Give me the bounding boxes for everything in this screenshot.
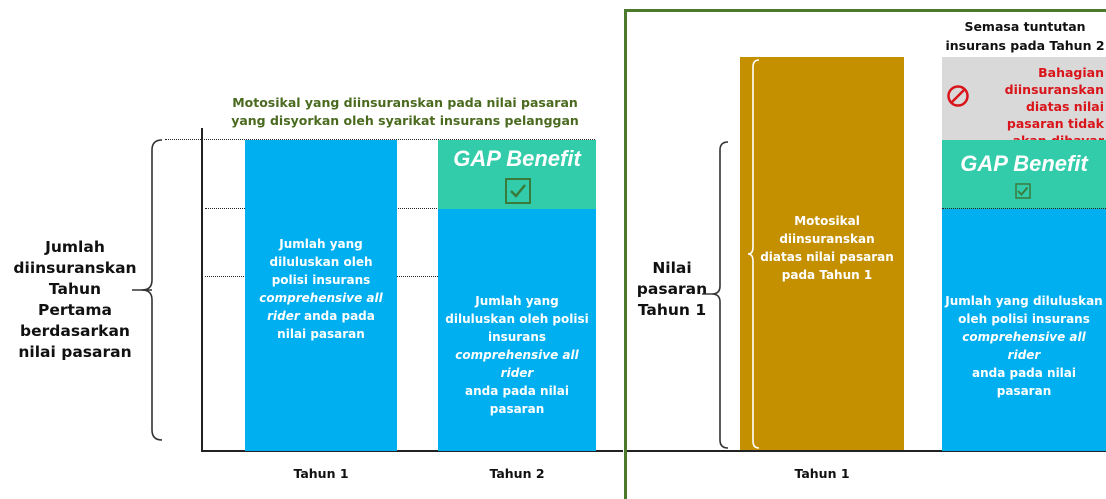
- top-note: Motosikal yang diinsuranskan pada nilai …: [231, 95, 579, 128]
- unpaid-block: [942, 57, 1106, 140]
- bar4-line1: Jumlah yang diluluskan oleh polisi insur…: [945, 294, 1103, 326]
- bar-gold-tahun1: [740, 57, 904, 451]
- checkmark-small-icon: [1015, 183, 1031, 199]
- bar-tahun1-left-text: Jumlah yang diluluskan oleh polisi insur…: [255, 235, 387, 343]
- dotted-line-mid: [205, 208, 595, 209]
- semasa-caption: Semasa tuntutan insurans pada Tahun 2: [945, 19, 1105, 53]
- unpaid-warning: Bahagian diinsuranskan diatas nilai pasa…: [1004, 65, 1104, 148]
- axis-label-tahun1-right: Tahun 1: [794, 466, 850, 481]
- bar1-italic: comprehensive all rider: [259, 291, 383, 323]
- bar-tahun1-left: [245, 140, 397, 451]
- dotted-line-top: [165, 139, 595, 140]
- bar1-line1: Jumlah yang diluluskan oleh polisi insur…: [269, 237, 373, 287]
- bar-tahun2-left-text: Jumlah yang diluluskan oleh polisi insur…: [440, 292, 594, 418]
- gap-benefit-title-right: GAP Benefit: [960, 151, 1088, 176]
- gold-bar-text: Motosikal diinsuranskan diatas nilai pas…: [760, 214, 894, 282]
- bar4-line2: anda pada nilai pasaran: [971, 366, 1077, 398]
- bar2-italic: comprehensive all rider: [455, 348, 579, 380]
- axis-label-tahun1-left: Tahun 1: [293, 466, 349, 481]
- left-brace-icon: [132, 139, 163, 441]
- prohibited-icon: [947, 85, 969, 107]
- x-axis: [201, 450, 623, 452]
- gold-brace-icon: [747, 59, 760, 449]
- bar4-italic: comprehensive all rider: [962, 330, 1086, 362]
- bar2-line2: anda pada nilai pasaran: [464, 384, 570, 416]
- bar1-line2: anda pada nilai pasaran: [277, 309, 375, 341]
- gap-benefit-title-left: GAP Benefit: [453, 146, 581, 171]
- bar-tahun2-right: [942, 209, 1106, 451]
- x-axis-right: [627, 450, 1106, 452]
- left-label: Jumlah diinsuranskan Tahun Pertama berda…: [13, 238, 137, 361]
- comparison-frame: [624, 9, 1106, 499]
- bar-tahun2-right-text: Jumlah yang diluluskan oleh polisi insur…: [944, 292, 1104, 400]
- checkmark-icon: [505, 178, 531, 204]
- gap-benefit-block-left: [438, 140, 596, 209]
- right-brace-icon: [702, 141, 729, 449]
- axis-label-tahun2-left: Tahun 2: [489, 466, 545, 481]
- bar-tahun2-left: [438, 209, 596, 451]
- y-axis: [201, 128, 203, 452]
- dotted-line-right: [942, 208, 1106, 209]
- bar2-line1: Jumlah yang diluluskan oleh polisi insur…: [445, 294, 589, 344]
- right-label: Nilai pasaran Tahun 1: [636, 259, 708, 319]
